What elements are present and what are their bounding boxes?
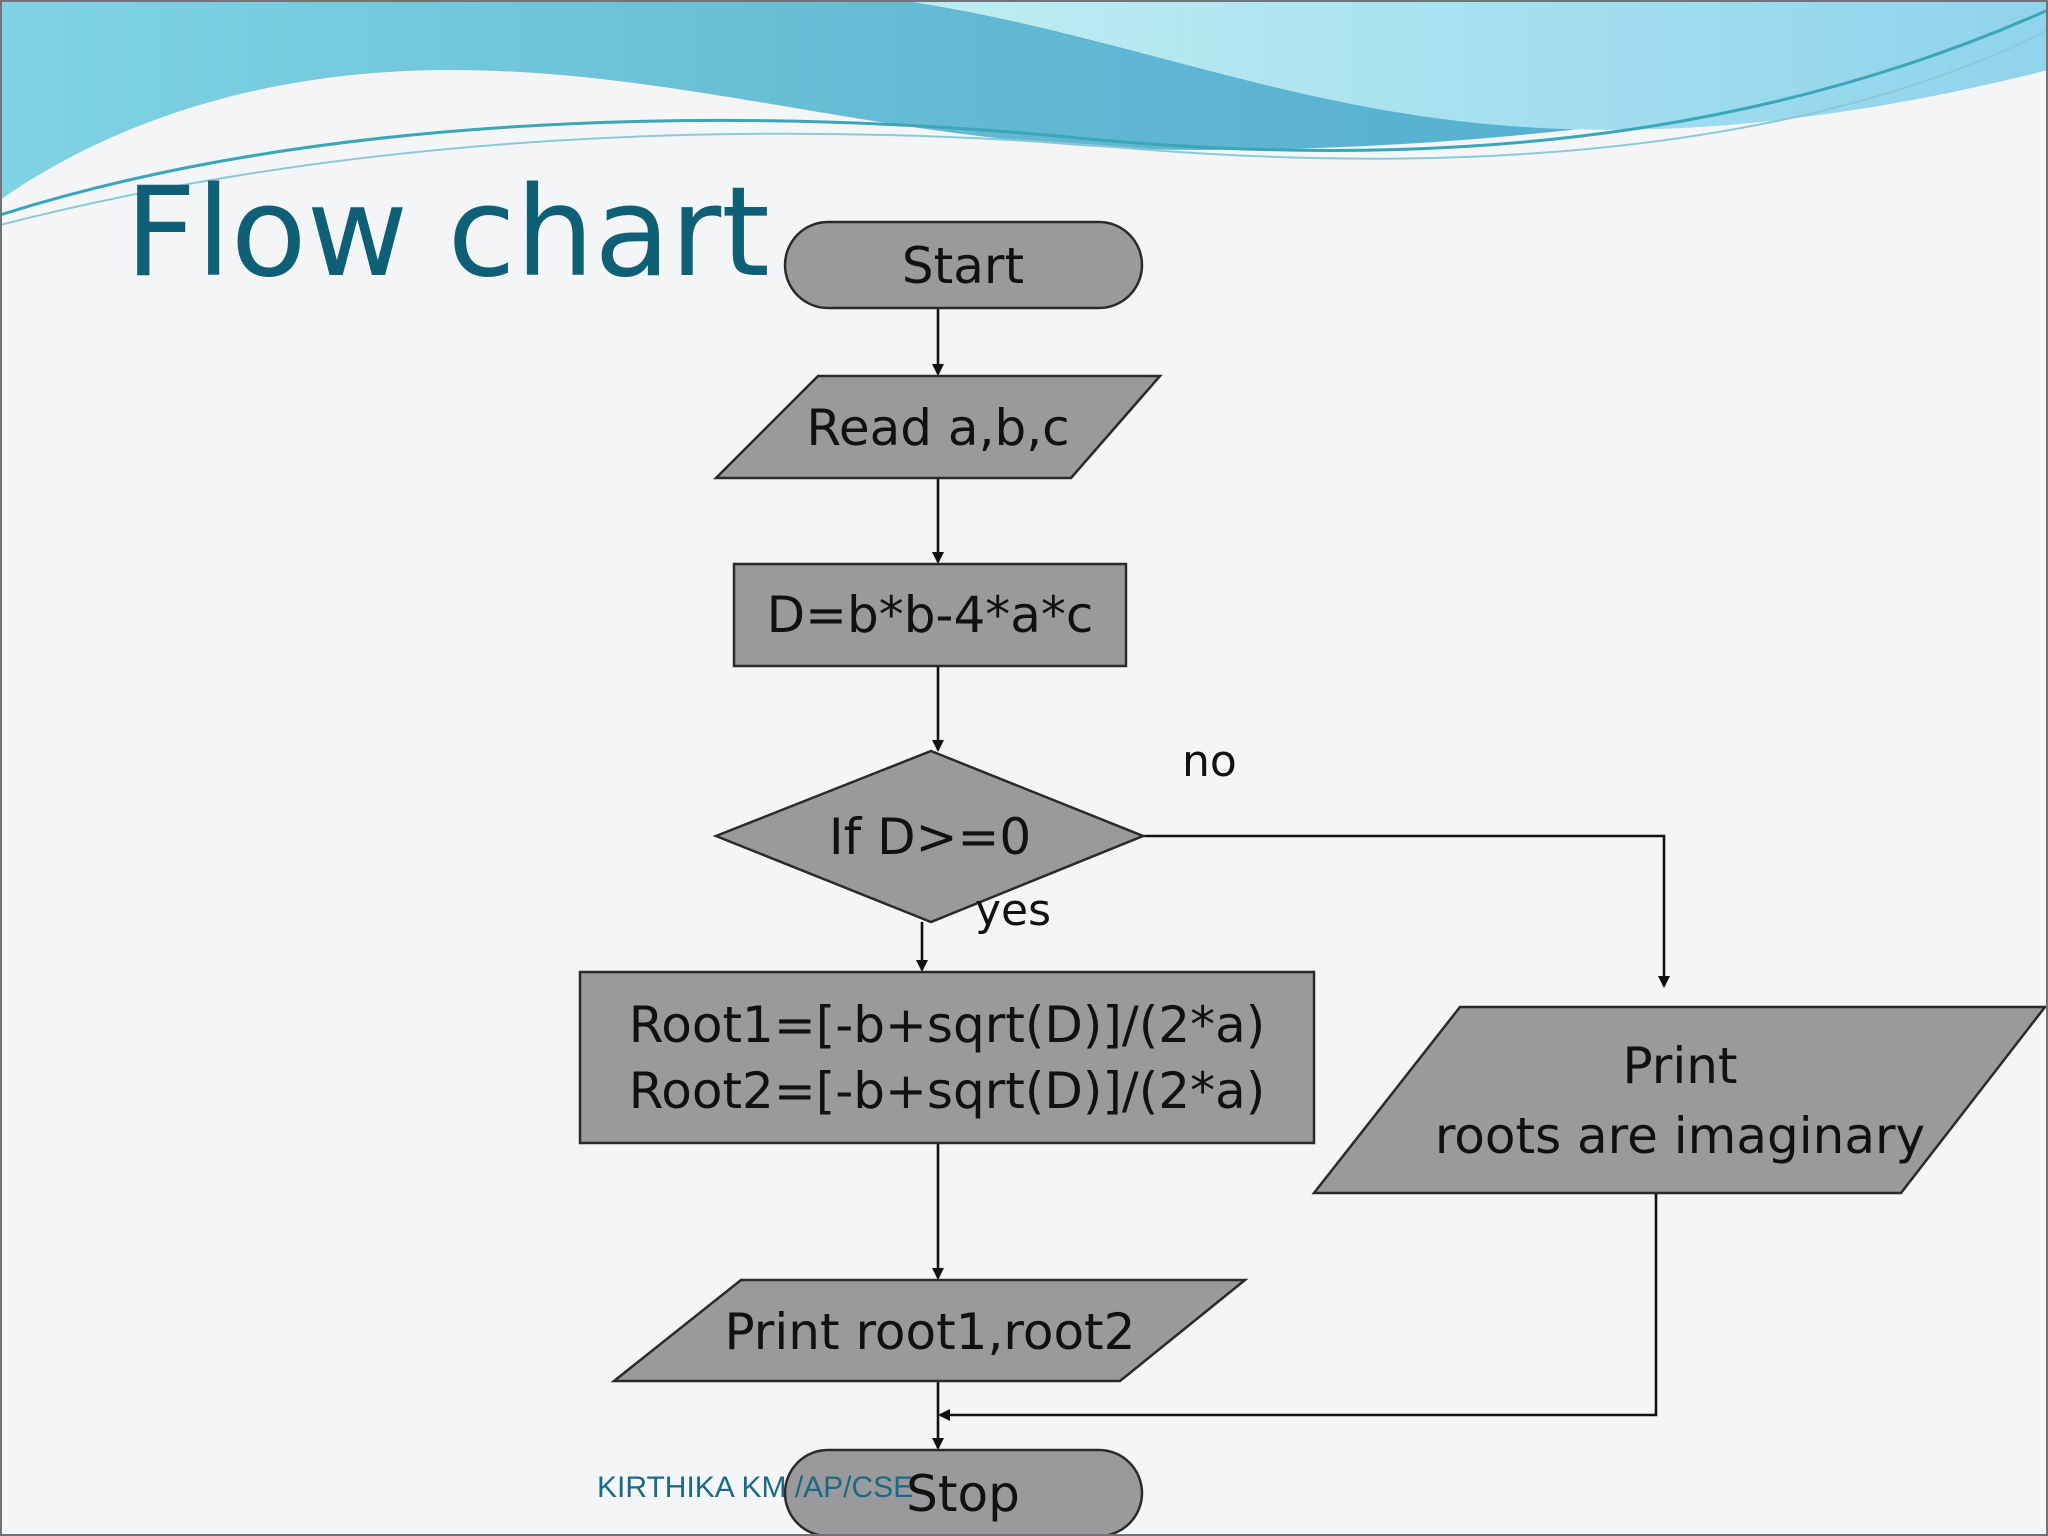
node-compute-line2: Root2=[-b+sqrt(D)]/(2*a) [629, 1062, 1265, 1120]
node-decision: If D>=0 [712, 749, 1147, 924]
edge-label-yes: yes [975, 885, 1051, 936]
edge-decision-print-imag [1143, 834, 1670, 988]
node-discriminant-label: D=b*b-4*a*c [767, 586, 1094, 644]
node-print-imag-line2: roots are imaginary [1435, 1107, 1925, 1165]
node-decision-label: If D>=0 [829, 808, 1031, 866]
connectors [916, 308, 1670, 1450]
decision-diamond-shape [712, 749, 1147, 924]
process-shape [732, 562, 1128, 668]
edge-print-imag-stop [938, 1193, 1658, 1421]
node-stop: Stop [783, 1448, 1144, 1536]
node-print-imag: Print roots are imaginary [1311, 1005, 2048, 1195]
slide-title: Flow chart [125, 161, 770, 305]
parallelogram-shape [712, 374, 1163, 480]
header-waves [0, 0, 2048, 226]
node-stop-label: Stop [906, 1465, 1020, 1523]
node-read-label: Read a,b,c [806, 399, 1069, 457]
slide-footer: KIRTHIKA KM /AP/CSE [597, 1471, 913, 1504]
node-compute-line1: Root1=[-b+sqrt(D)]/(2*a) [629, 996, 1265, 1054]
node-compute: Root1=[-b+sqrt(D)]/(2*a) Root2=[-b+sqrt(… [578, 970, 1316, 1145]
edge-label-no: no [1182, 736, 1237, 787]
node-print-roots: Print root1,root2 [610, 1278, 1249, 1383]
terminator-shape [783, 1448, 1144, 1536]
node-start: Start [783, 220, 1144, 310]
parallelogram-shape [610, 1278, 1249, 1383]
process-shape [578, 970, 1316, 1145]
node-read: Read a,b,c [712, 374, 1163, 480]
node-discriminant: D=b*b-4*a*c [732, 562, 1128, 668]
node-print-imag-line1: Print [1622, 1037, 1737, 1095]
node-start-label: Start [902, 237, 1024, 295]
node-print-roots-label: Print root1,root2 [725, 1303, 1136, 1361]
parallelogram-shape [1311, 1005, 2048, 1195]
terminator-shape [783, 220, 1144, 310]
